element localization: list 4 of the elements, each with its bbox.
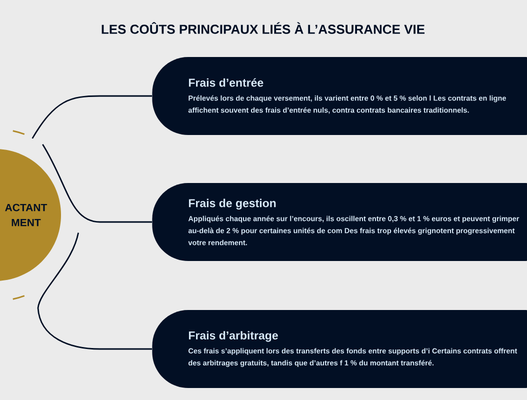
title: LES COÛTS PRINCIPAUX LIÉS À L’ASSURANCE VIE	[102, 22, 425, 34]
connector-line	[32, 95, 152, 139]
connector-line	[42, 144, 152, 223]
connector-line	[37, 232, 152, 350]
